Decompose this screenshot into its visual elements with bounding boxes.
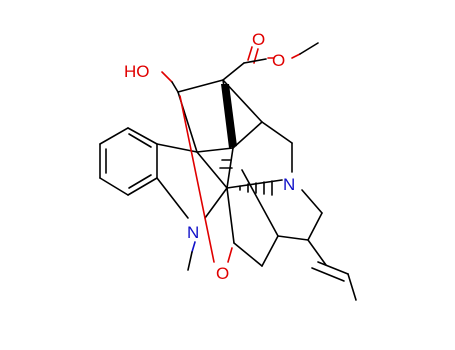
carbonyl-oxygen-label: O: [252, 30, 265, 49]
n-methyl: [187, 241, 196, 271]
hydroxyl-label: HO: [124, 62, 150, 81]
methoxy-oxygen-label: O: [272, 51, 285, 70]
ether-oxygen-label: O: [216, 264, 229, 283]
hydroxyl-bond: [161, 71, 179, 93]
ester-group: [222, 42, 319, 81]
amine-nitrogen-label: N: [283, 175, 295, 194]
benzene-ring: [99, 127, 158, 196]
indoline-nitrogen-label: N: [187, 223, 199, 242]
ethylidene: [307, 239, 357, 301]
stereo-bonds: [219, 84, 273, 196]
ether-bridge: [179, 95, 233, 263]
